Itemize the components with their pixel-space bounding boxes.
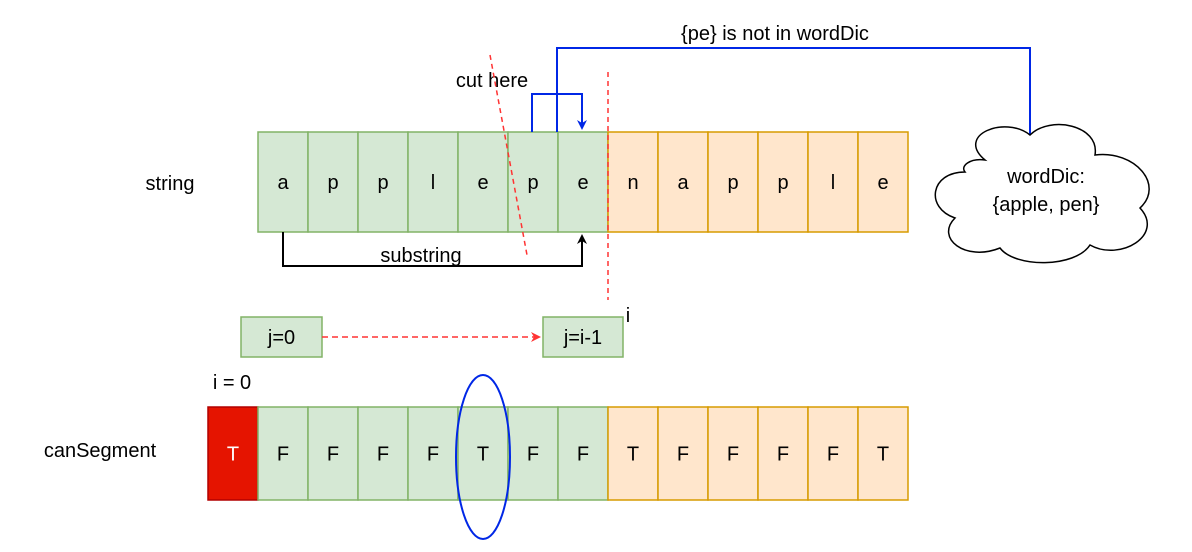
cansegment-cell: F xyxy=(307,406,359,501)
string-cell: a xyxy=(257,131,309,233)
cansegment-cell-char: F xyxy=(277,444,289,466)
cansegment-cell-box xyxy=(607,406,659,501)
string-cell: l xyxy=(807,131,859,233)
j-end-label: j=i-1 xyxy=(563,327,602,349)
string-cell-char: n xyxy=(627,172,638,194)
string-cell-char: e xyxy=(477,172,488,194)
string-cell-char: a xyxy=(677,172,689,194)
string-cell-box xyxy=(307,131,359,233)
cansegment-cell: T xyxy=(857,406,909,501)
worddic-cloud xyxy=(934,123,1150,264)
cansegment-cell-char: F xyxy=(827,444,839,466)
cansegment-cell: F xyxy=(657,406,709,501)
string-cell: n xyxy=(607,131,659,233)
string-cell-char: p xyxy=(727,172,738,194)
cansegment-cell-char: F xyxy=(377,444,389,466)
cansegment-cell-box xyxy=(357,406,409,501)
string-cell-char: p xyxy=(327,172,338,194)
pe-loop-arrow xyxy=(531,93,587,132)
cansegment-cell-box xyxy=(507,406,559,501)
cansegment-cell-char: T xyxy=(477,444,489,466)
string-cell-box xyxy=(507,131,559,233)
cansegment-cell: F xyxy=(707,406,759,501)
string-cell-box xyxy=(457,131,509,233)
cut-here-label: cut here xyxy=(456,70,528,92)
cansegment-cell-box xyxy=(307,406,359,501)
cansegment-cell: F xyxy=(357,406,409,501)
string-cell-box xyxy=(807,131,859,233)
cansegment-cell-box xyxy=(207,406,259,501)
string-cell-box xyxy=(857,131,909,233)
string-cell: e xyxy=(557,131,609,233)
string-cell: p xyxy=(357,131,409,233)
string-cell: p xyxy=(307,131,359,233)
string-cell-box xyxy=(707,131,759,233)
cansegment-cell-char: F xyxy=(327,444,339,466)
string-cell-box xyxy=(657,131,709,233)
cansegment-cell: F xyxy=(507,406,559,501)
substring-arrow xyxy=(282,232,587,267)
string-cell: a xyxy=(657,131,709,233)
j-end-box xyxy=(542,316,624,358)
string-cell-char: p xyxy=(527,172,538,194)
cansegment-cell-char: T xyxy=(877,444,889,466)
cansegment-cell: T xyxy=(207,406,259,501)
string-cell: p xyxy=(507,131,559,233)
pe-not-in-worddic-note: {pe} is not in wordDic xyxy=(681,23,869,45)
string-cell-char: e xyxy=(577,172,588,194)
string-cell-char: p xyxy=(377,172,388,194)
string-cell-char: l xyxy=(431,172,435,194)
i-marker: i xyxy=(626,305,630,327)
string-cell: l xyxy=(407,131,459,233)
substring-label: substring xyxy=(380,245,461,267)
cansegment-cell: T xyxy=(607,406,659,501)
cansegment-cell-char: F xyxy=(577,444,589,466)
cansegment-row-label: canSegment xyxy=(44,440,157,462)
cansegment-cell-box xyxy=(407,406,459,501)
string-cell-char: a xyxy=(277,172,289,194)
worddic-words: {apple, pen} xyxy=(993,194,1100,216)
cansegment-cell-box xyxy=(757,406,809,501)
string-cell: e xyxy=(857,131,909,233)
j-start-label: j=0 xyxy=(267,327,295,349)
string-cell-box xyxy=(257,131,309,233)
string-row-label: string xyxy=(146,173,195,195)
string-cell: e xyxy=(457,131,509,233)
i-zero-label: i = 0 xyxy=(213,372,251,394)
cansegment-cell-char: F xyxy=(727,444,739,466)
string-cell-box xyxy=(557,131,609,233)
cansegment-cell: F xyxy=(407,406,459,501)
pe-to-worddic-arrow xyxy=(556,47,1035,142)
cansegment-cell-box xyxy=(457,406,509,501)
circled-true-marker xyxy=(455,374,511,540)
cansegment-cell: F xyxy=(757,406,809,501)
cansegment-cell-char: F xyxy=(427,444,439,466)
cansegment-cell-char: T xyxy=(627,444,639,466)
cansegment-cell-char: T xyxy=(227,444,239,466)
cansegment-cell: T xyxy=(457,406,509,501)
cansegment-cell: F xyxy=(807,406,859,501)
string-cell-char: p xyxy=(777,172,788,194)
cansegment-cell-box xyxy=(857,406,909,501)
string-cell-char: e xyxy=(877,172,888,194)
cansegment-cell: F xyxy=(557,406,609,501)
cansegment-cell: F xyxy=(257,406,309,501)
string-cell: p xyxy=(757,131,809,233)
cansegment-cell-char: F xyxy=(777,444,789,466)
cansegment-cell-box xyxy=(657,406,709,501)
cansegment-cell-char: F xyxy=(527,444,539,466)
string-cell-box xyxy=(357,131,409,233)
string-cell: p xyxy=(707,131,759,233)
cut-line xyxy=(489,54,528,256)
string-cell-char: l xyxy=(831,172,835,194)
cansegment-cell-char: F xyxy=(677,444,689,466)
cansegment-cell-box xyxy=(557,406,609,501)
worddic-title: wordDic: xyxy=(1006,166,1085,188)
